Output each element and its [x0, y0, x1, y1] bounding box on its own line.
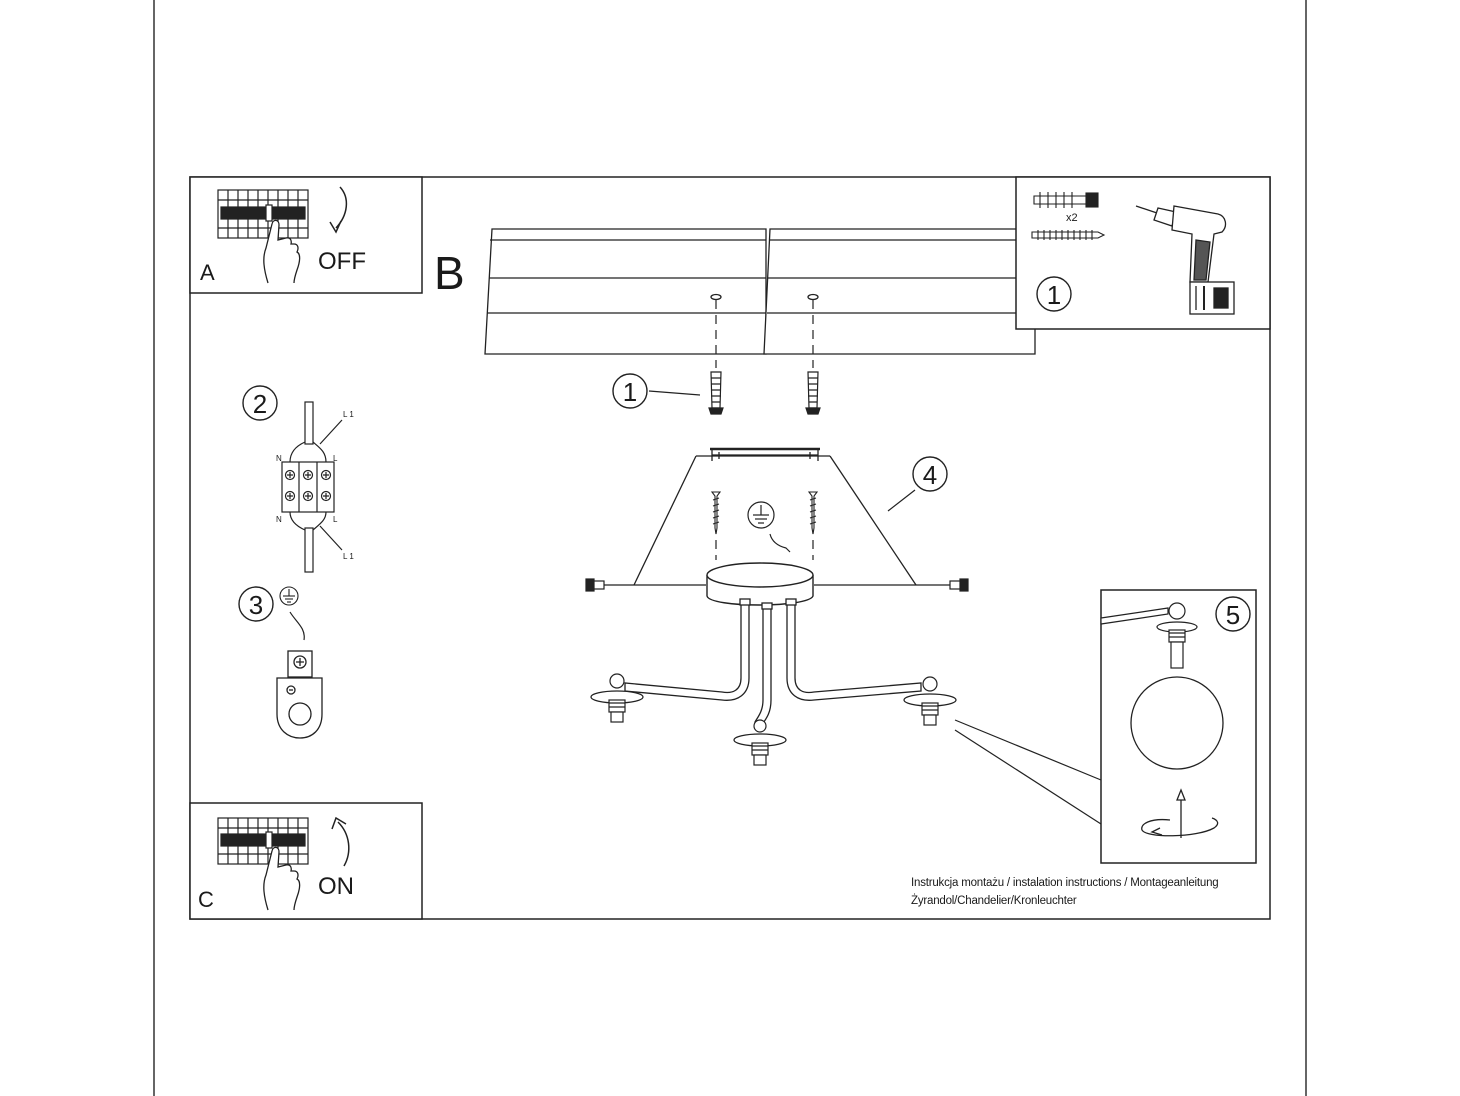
wiring-line-top: L 1 — [343, 410, 354, 419]
wiring-bottom-left: N — [276, 515, 282, 524]
footer-caption: Instrukcja montażu / instalation instruc… — [911, 874, 1219, 910]
anchor-step-badge: 1 — [612, 373, 648, 409]
chandelier-arms — [624, 598, 922, 727]
shade-detail-panel: 5 — [1100, 589, 1257, 864]
ground-step-badge: 3 — [238, 586, 274, 622]
ground-symbol-icon — [747, 501, 791, 553]
svg-text:1: 1 — [623, 377, 637, 407]
tools-panel: x2 1 — [1015, 176, 1271, 330]
ground-step: 3 — [238, 586, 323, 739]
tools-step-badge: 1 — [1036, 276, 1072, 312]
svg-text:3: 3 — [249, 590, 263, 620]
panel-c-state: ON — [318, 873, 354, 900]
socket-center — [733, 719, 787, 766]
footer-line-2: Żyrandol/Chandelier/Kronleuchter — [911, 895, 1077, 907]
anchor-plug-icon — [1033, 192, 1099, 208]
footer-line-1: Instrukcja montażu / instalation instruc… — [911, 877, 1219, 889]
wiring-bottom-right: L — [333, 515, 338, 524]
ground-wire — [289, 611, 305, 641]
panel-a-letter: A — [200, 260, 215, 285]
wiring-step: 2 N L N L L 1 L 1 — [242, 385, 354, 573]
canopy — [706, 562, 814, 606]
screw-long-icon — [1031, 230, 1106, 240]
arrow-up-icon — [337, 821, 350, 867]
breaker-box-icon — [217, 817, 309, 865]
socket-right — [903, 676, 957, 726]
ground-symbol-small-icon — [279, 586, 299, 606]
mount-callout-leader — [887, 489, 916, 512]
socket-left — [590, 673, 644, 723]
svg-text:5: 5 — [1226, 600, 1240, 630]
ground-clamp-icon — [276, 650, 323, 739]
wiring-top-left: N — [276, 454, 282, 463]
arm-end-detail — [1100, 602, 1198, 669]
glass-shade — [1130, 676, 1224, 770]
side-screw-icon — [585, 578, 969, 592]
mount-step-badge: 4 — [912, 456, 948, 492]
hand-icon — [263, 846, 301, 911]
svg-text:4: 4 — [923, 460, 937, 490]
drill-icon — [1135, 205, 1235, 315]
detail-leader — [954, 719, 1102, 825]
panel-c-letter: C — [198, 887, 214, 912]
shade-step-badge: 5 — [1215, 596, 1251, 632]
screw-icon — [710, 491, 819, 535]
anchor-callout-leader — [648, 390, 701, 396]
panel-b-letter: B — [434, 247, 465, 299]
quantity-label: x2 — [1066, 212, 1078, 224]
wall-plug-icon — [708, 371, 821, 415]
wiring-line-bottom: L 1 — [343, 552, 354, 561]
rotate-arrow-icon — [1141, 788, 1219, 838]
main-frame — [189, 176, 1271, 920]
panel-a-power-off: A OFF — [189, 176, 423, 294]
hand-icon — [263, 219, 301, 284]
ceiling-illustration — [484, 228, 1036, 355]
panel-a-state: OFF — [318, 248, 366, 275]
panel-c-power-on: C ON — [189, 802, 423, 920]
wiring-step-badge: 2 — [242, 385, 278, 421]
wiring-top-right: L — [333, 454, 338, 463]
svg-text:2: 2 — [253, 389, 267, 419]
mounting-bracket — [633, 447, 917, 586]
svg-text:1: 1 — [1047, 280, 1061, 310]
drill-axes — [715, 300, 814, 560]
terminal-block — [281, 401, 343, 573]
